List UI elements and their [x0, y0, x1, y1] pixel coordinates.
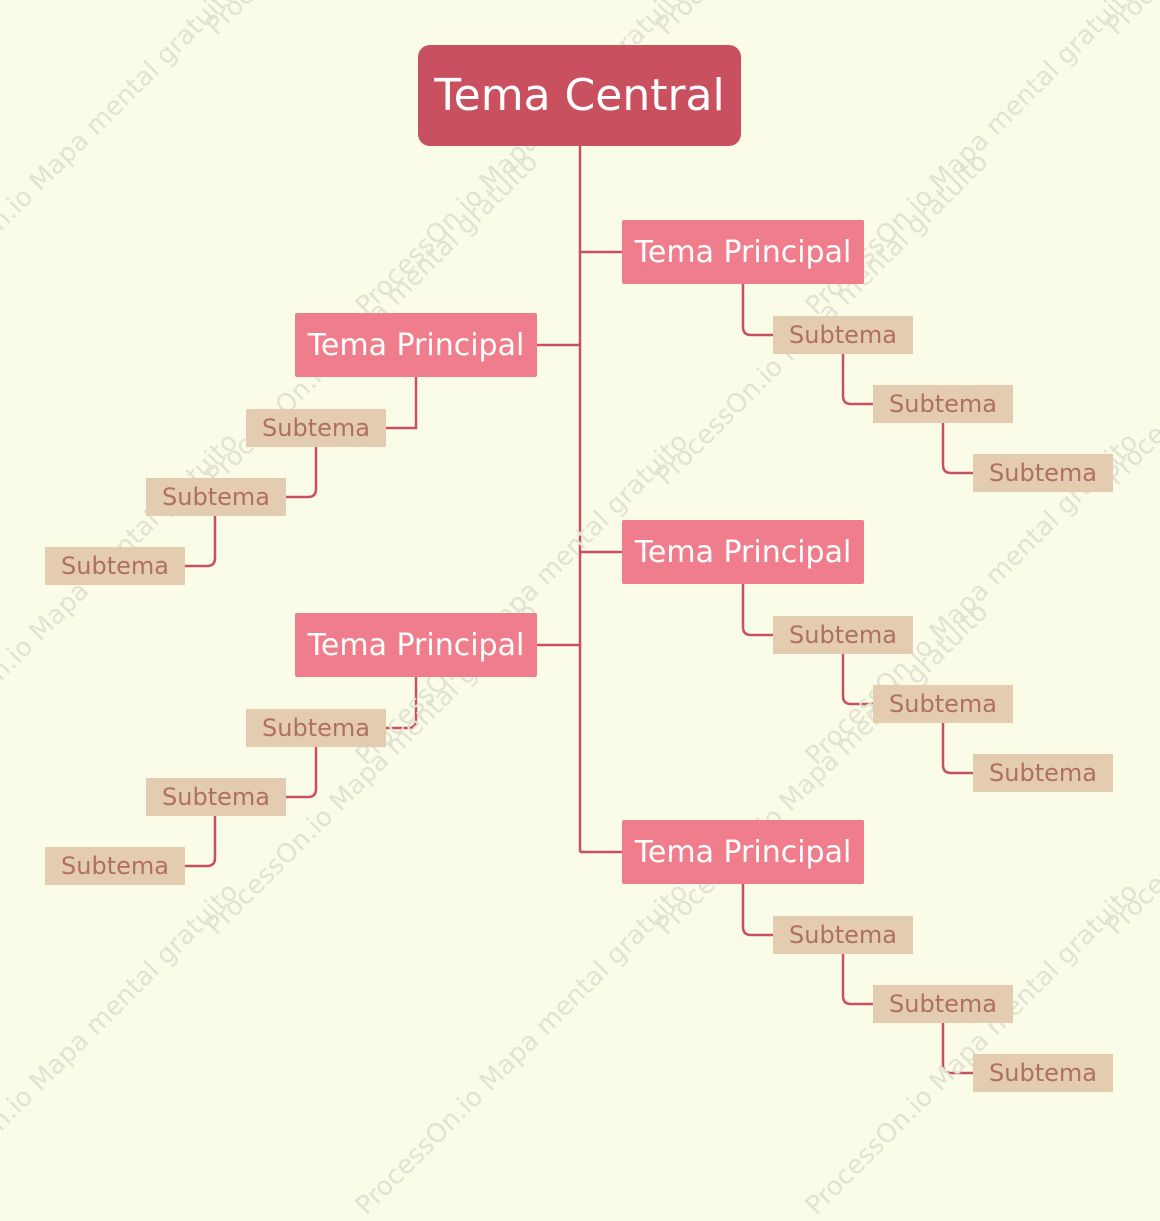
subtopic-3-1[interactable]: Subtema [773, 616, 913, 654]
subtopic-1-2[interactable]: Subtema [873, 385, 1013, 423]
subtopic-4-2[interactable]: Subtema [146, 778, 286, 816]
subtopic-label: Subtema [989, 1059, 1097, 1087]
main-topic-label: Tema Principal [634, 534, 852, 570]
connector-line [841, 654, 873, 706]
subtopic-4-3[interactable]: Subtema [45, 847, 185, 885]
subtopic-label: Subtema [889, 990, 997, 1018]
central-topic[interactable]: Tema Central [418, 45, 741, 146]
subtopic-label: Subtema [789, 621, 897, 649]
subtopic-2-2[interactable]: Subtema [146, 478, 286, 516]
subtopic-5-2[interactable]: Subtema [873, 985, 1013, 1023]
subtopic-label: Subtema [889, 690, 997, 718]
main-topic-5[interactable]: Tema Principal [622, 820, 864, 884]
connector-line [941, 723, 973, 775]
main-topic-label: Tema Principal [634, 234, 852, 270]
subtopic-2-3[interactable]: Subtema [45, 547, 185, 585]
subtopic-3-2[interactable]: Subtema [873, 685, 1013, 723]
main-topic-label: Tema Principal [634, 834, 852, 870]
connector-line [941, 423, 973, 475]
connector-line [286, 747, 318, 799]
subtopic-label: Subtema [989, 759, 1097, 787]
subtopic-1-1[interactable]: Subtema [773, 316, 913, 354]
subtopic-3-3[interactable]: Subtema [973, 754, 1113, 792]
connector-line [741, 884, 773, 937]
connector-line [841, 354, 873, 406]
subtopic-label: Subtema [61, 852, 169, 880]
subtopic-label: Subtema [989, 459, 1097, 487]
connector-line [941, 1023, 973, 1075]
main-topic-label: Tema Principal [307, 327, 525, 363]
connector-line [185, 516, 217, 568]
main-topic-1[interactable]: Tema Principal [622, 220, 864, 284]
connector-layer [185, 146, 973, 1075]
connector-line [386, 377, 418, 430]
subtopic-5-3[interactable]: Subtema [973, 1054, 1113, 1092]
main-topic-label: Tema Principal [307, 627, 525, 663]
subtopic-5-1[interactable]: Subtema [773, 916, 913, 954]
connector-line [841, 954, 873, 1006]
subtopic-label: Subtema [789, 321, 897, 349]
subtopic-1-3[interactable]: Subtema [973, 454, 1113, 492]
subtopic-label: Subtema [262, 414, 370, 442]
subtopic-label: Subtema [162, 483, 270, 511]
connector-line [286, 447, 318, 499]
subtopic-label: Subtema [789, 921, 897, 949]
subtopic-2-1[interactable]: Subtema [246, 409, 386, 447]
connector-line [741, 284, 773, 337]
subtopic-label: Subtema [889, 390, 997, 418]
subtopic-label: Subtema [162, 783, 270, 811]
connector-line [386, 677, 418, 730]
subtopic-4-1[interactable]: Subtema [246, 709, 386, 747]
main-topic-4[interactable]: Tema Principal [295, 613, 537, 677]
main-topic-3[interactable]: Tema Principal [622, 520, 864, 584]
main-topic-2[interactable]: Tema Principal [295, 313, 537, 377]
connector-line [185, 816, 217, 868]
subtopic-label: Subtema [61, 552, 169, 580]
connector-line [741, 584, 773, 637]
subtopic-label: Subtema [262, 714, 370, 742]
central-topic-label: Tema Central [434, 70, 725, 121]
